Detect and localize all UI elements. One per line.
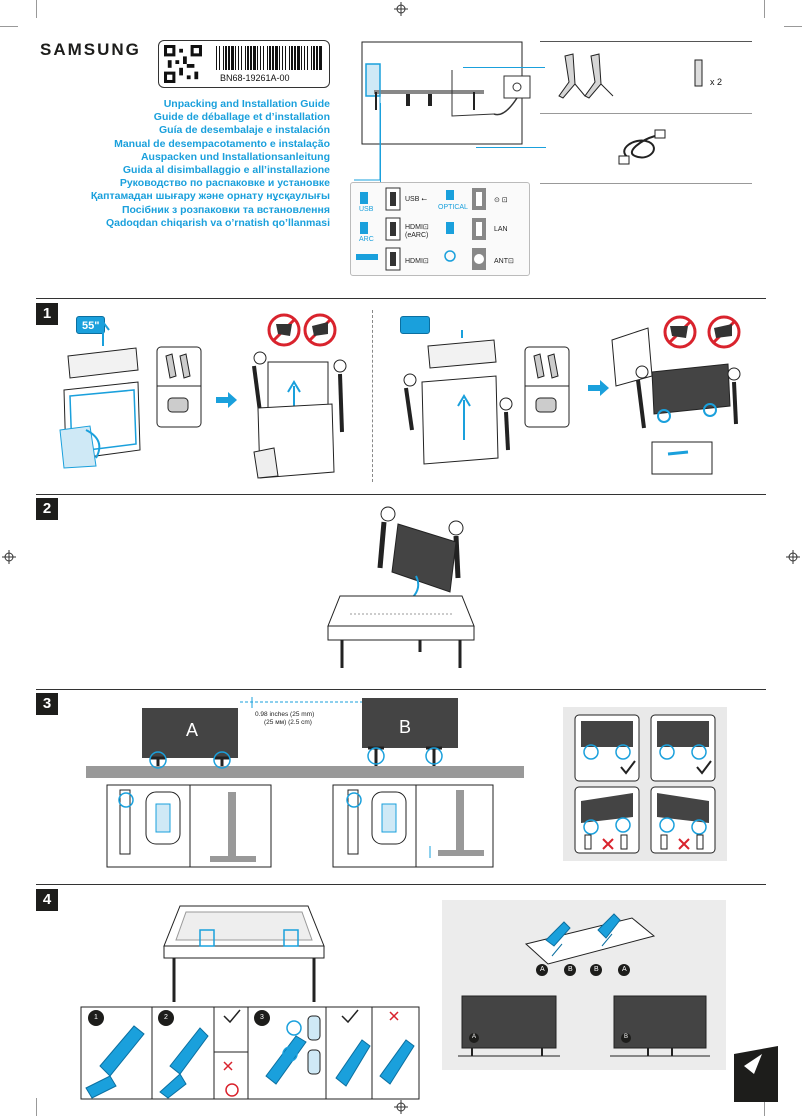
port-usb: USB ⭠ (405, 196, 427, 203)
arrow-right-icon (588, 380, 609, 396)
registration-icon (2, 550, 16, 564)
port-hdmi: HDMI⊡ (405, 258, 429, 265)
registration-icon (786, 550, 800, 564)
port-usb-small: USB (359, 206, 374, 213)
port-arc: ARC (359, 236, 374, 243)
port-lan: LAN (494, 226, 508, 233)
title-es: Guía de desembalaje e instalación (159, 124, 330, 137)
size-tag: 55" (76, 316, 106, 334)
variant-divider (372, 310, 373, 482)
parts-card-icon (156, 346, 202, 428)
port-hdmi-earc: HDMI⊡ (eARC) (405, 224, 429, 239)
power-cord-icon (618, 129, 666, 165)
gap-line-2: (25 мм) (2.5 cm) (264, 719, 312, 726)
box-lift-illustration (403, 330, 513, 465)
brand-logo: SAMSUNG (40, 40, 141, 59)
guide-titles: Unpacking and Installation Guide Guide d… (0, 98, 330, 230)
tv-variant-b-label: B (624, 1034, 629, 1040)
step-divider (36, 298, 766, 299)
crop-mark (0, 26, 18, 27)
stand-check-grid (574, 714, 716, 854)
stand-assembly-steps (80, 1006, 420, 1100)
mark-a: A (622, 966, 627, 973)
step-number: 4 (36, 889, 58, 911)
crop-mark (36, 1098, 37, 1116)
page-turn-icon (734, 1046, 778, 1102)
parts-card-icon (524, 346, 570, 428)
title-kk: Қаптамадан шығару және орнату нұсқаулығы (90, 190, 330, 203)
remove-tv-illustration (252, 313, 347, 479)
mark-b: B (568, 966, 573, 973)
mark-b: B (594, 966, 599, 973)
ports-panel (350, 182, 530, 276)
size-tag-blank (400, 316, 430, 334)
callout-line (463, 67, 545, 68)
substep-3: 3 (260, 1014, 264, 1021)
divider (540, 183, 752, 184)
port-ant: ANT⊡ (494, 258, 514, 265)
step-divider (36, 689, 766, 690)
divider (540, 113, 752, 114)
registration-icon (394, 2, 408, 16)
tv-a-label: A (186, 720, 199, 740)
divider (540, 41, 752, 42)
title-uk: Посібник з розпаковки та встановлення (121, 203, 330, 216)
stand-position-illustration (86, 697, 524, 778)
tv-rear-illustration (354, 41, 531, 181)
substep-2: 2 (164, 1014, 168, 1021)
step-divider (36, 884, 766, 885)
screw-icon (694, 59, 703, 87)
stand-legs-icon (558, 53, 614, 99)
title-fr: Guide de déballage et d’installation (153, 111, 330, 124)
step-divider (36, 494, 766, 495)
substep-1: 1 (94, 1014, 98, 1021)
title-uz: Qadoqdan chiqarish va o’rnatish qo’llanm… (105, 216, 330, 229)
crop-mark (36, 0, 37, 18)
callout-line (380, 103, 381, 183)
tv-variant-a-label: A (472, 1034, 477, 1040)
attach-stand-illustration (163, 905, 325, 1002)
barcode-icon (216, 46, 322, 70)
registration-icon (394, 1100, 408, 1114)
part-number: BN68-19261A-00 (220, 73, 290, 83)
title-en: Unpacking and Installation Guide (163, 98, 330, 110)
screw-count: x 2 (710, 77, 723, 87)
step-number: 2 (36, 498, 58, 520)
title-de: Auspacken und Installationsanleitung (140, 150, 330, 163)
gap-line-1: 0.98 inches (25 mm) (255, 711, 315, 718)
title-pt: Manual de desempacotamento e instalação (114, 137, 330, 150)
remove-tv-illustration (611, 315, 741, 475)
title-ru: Руководство по распаковке и установке (119, 177, 330, 190)
stand-detail-a (106, 784, 272, 868)
port-ir: ⊙ ⊡ (494, 197, 508, 204)
crop-mark (764, 1098, 765, 1116)
callout-line (476, 147, 546, 148)
port-optical: OPTICAL (438, 204, 468, 211)
crop-mark (784, 26, 802, 27)
crop-mark (764, 0, 765, 18)
mark-a: A (540, 966, 545, 973)
step-number: 1 (36, 303, 58, 325)
stand-detail-b (332, 784, 494, 868)
tv-b-label: B (399, 717, 412, 737)
ports-grid (356, 187, 486, 271)
box-open-illustration (59, 320, 141, 469)
step-number: 3 (36, 693, 58, 715)
arrow-right-icon (216, 392, 237, 408)
qr-code-icon (164, 45, 202, 83)
place-tv-on-table-illustration (327, 506, 475, 668)
title-it: Guida al disimballaggio e all’installazi… (122, 164, 330, 177)
stand-variant-illustration (458, 913, 710, 1057)
